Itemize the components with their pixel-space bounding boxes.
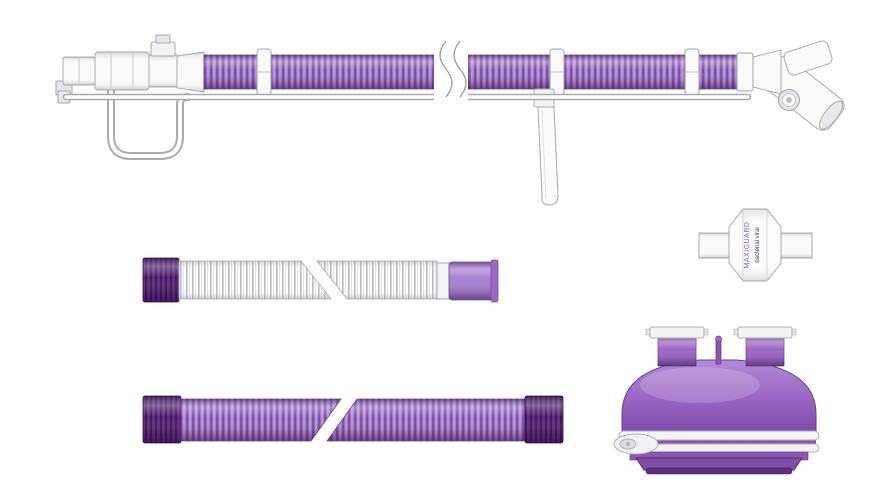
trap-base [635,457,803,471]
main-circuit-assembly [55,34,845,206]
y-piece-elbow [736,40,845,131]
trap-center-valve [715,335,722,365]
water-trap [613,326,820,475]
elbow-opening [818,100,844,130]
corrugated-limb-a [203,54,435,90]
trap-white-band-1 [618,430,820,441]
port-flange-right [737,326,793,339]
trap-port-left [645,326,709,367]
strip-body [537,106,559,206]
trap-dome [621,359,817,435]
hme-filter: MAXIGUARD bacterial viral [698,208,813,282]
elbow-cone [752,49,782,95]
trap-band-gap [622,440,816,444]
trap-release-button [613,433,659,455]
gas-sampling-line [57,90,752,104]
luer-port-dot [786,97,792,103]
tube-clamp-1 [256,48,272,96]
tube-clamp-3 [684,48,700,96]
top-port [150,41,176,57]
tube-clamp-2 [549,48,565,96]
trap-base-plate [645,467,793,475]
patient-end-connectors [55,34,205,96]
end-ring [436,262,450,300]
port-flange-left [649,326,705,339]
filter-label-brand: MAXIGUARD [744,222,751,269]
port-cap [155,34,171,44]
clear-extension-tube [142,257,499,303]
elbow-ring [736,52,754,92]
trap-port-right [733,326,797,367]
upper-branch [783,40,833,76]
break-symbol [434,40,468,104]
corrugated-limb-b [467,54,748,90]
purple-extension-tube [142,395,564,444]
filter-label-type: bacterial viral [755,227,761,262]
hanging-strip [533,88,559,206]
sleeve-lip [490,259,499,303]
